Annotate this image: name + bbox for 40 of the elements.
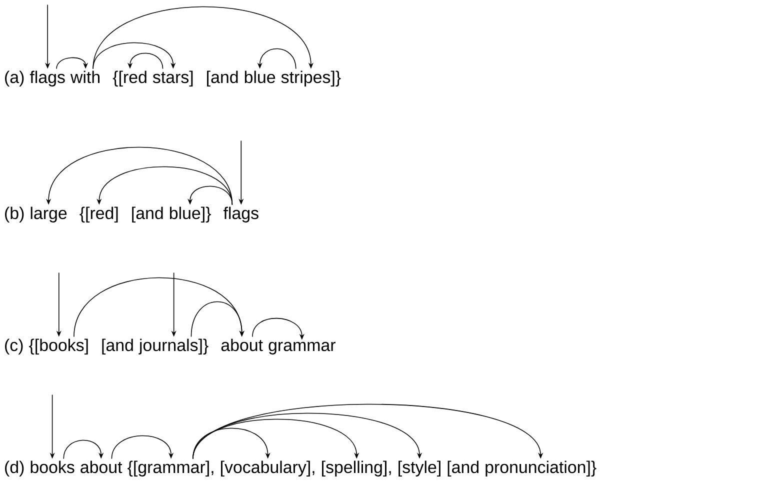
example-label: (a)	[5, 70, 24, 86]
word: blue	[244, 70, 276, 84]
word: [style]	[398, 460, 440, 476]
word: [and	[448, 460, 478, 476]
word: books	[30, 460, 74, 474]
word: {[books]	[29, 338, 88, 354]
dependency-arc	[190, 301, 244, 338]
word: [vocabulary],	[221, 460, 314, 476]
dependency-arc	[192, 412, 422, 460]
word: stars]	[152, 70, 193, 86]
word: flags	[30, 70, 65, 86]
dependency-arc	[192, 404, 544, 460]
dependency-arc	[74, 277, 244, 338]
word: pronunciation]}	[486, 460, 596, 476]
word: stripes]}	[281, 70, 341, 86]
example-label: (c)	[5, 338, 23, 354]
word: [and	[102, 338, 133, 354]
example-label: (b)	[5, 206, 24, 222]
word: blue]}	[170, 206, 211, 222]
dependency-arc	[56, 57, 88, 70]
dependency-arc	[92, 6, 314, 70]
word: journals]}	[138, 338, 208, 354]
word: large	[30, 206, 67, 222]
dependency-arc	[92, 42, 176, 70]
dependency-arc	[111, 435, 174, 460]
word: about	[221, 338, 263, 352]
word: {[red	[112, 70, 146, 86]
word: {[grammar],	[128, 460, 214, 476]
dependency-arc	[192, 418, 360, 460]
word: grammar	[268, 342, 336, 354]
word: with	[70, 70, 100, 84]
word: [and	[207, 70, 238, 86]
dependency-arc	[63, 440, 104, 460]
word: about	[80, 460, 122, 474]
dependency-arc	[192, 428, 270, 460]
word: {[red]	[80, 206, 118, 222]
example-label: (d)	[5, 460, 24, 476]
word: flags	[224, 206, 258, 222]
word: [spelling],	[322, 460, 391, 476]
word: [and	[132, 206, 163, 222]
